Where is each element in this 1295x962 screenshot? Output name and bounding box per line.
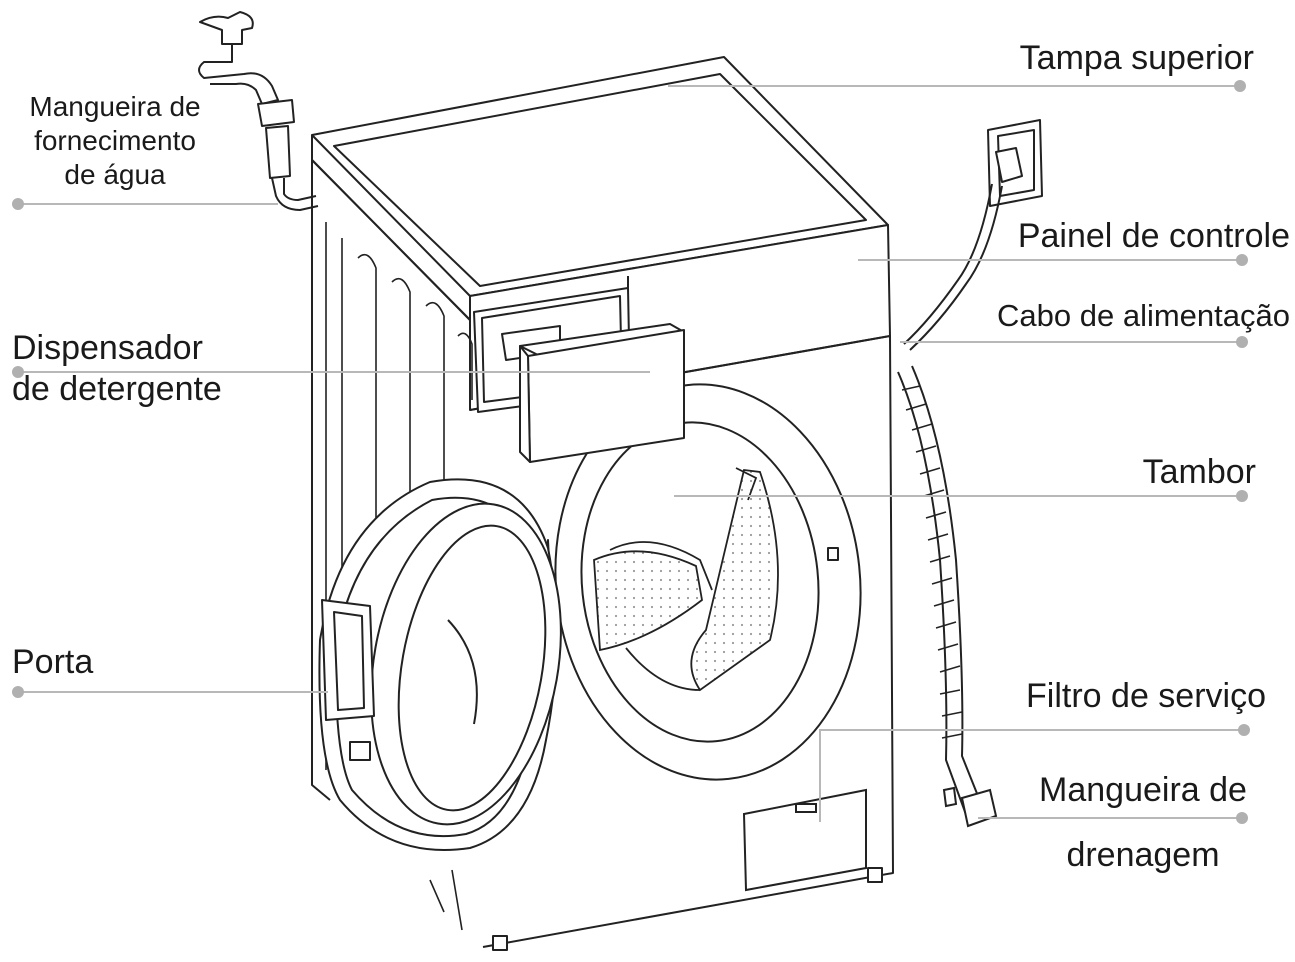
label-top-cover: Tampa superior xyxy=(1019,39,1254,77)
label-drum: Tambor xyxy=(1142,453,1256,491)
label-water-supply-hose: Mangueira de fornecimento de água xyxy=(29,91,201,191)
leader-lines xyxy=(18,85,1244,822)
service-filter-shape xyxy=(742,788,867,892)
label-door: Porta xyxy=(12,643,94,681)
water-supply-hose-shape xyxy=(198,11,319,211)
dispenser-shape xyxy=(473,287,685,463)
label-service-filter: Filtro de serviço xyxy=(1026,677,1266,715)
door-shape xyxy=(318,478,562,851)
leader-dots xyxy=(12,80,1250,824)
drain-hose-shape xyxy=(897,365,998,828)
label-power-cord: Cabo de alimentação xyxy=(997,298,1290,333)
label-drain-hose: Mangueira de drenagem xyxy=(1039,771,1247,874)
label-detergent-dispenser: Dispensador de detergente xyxy=(12,329,222,409)
drum-shape xyxy=(593,467,779,692)
leader-service-filter xyxy=(819,729,1244,822)
power-cord-shape xyxy=(903,119,1043,351)
label-control-panel: Painel de controle xyxy=(1017,217,1290,255)
